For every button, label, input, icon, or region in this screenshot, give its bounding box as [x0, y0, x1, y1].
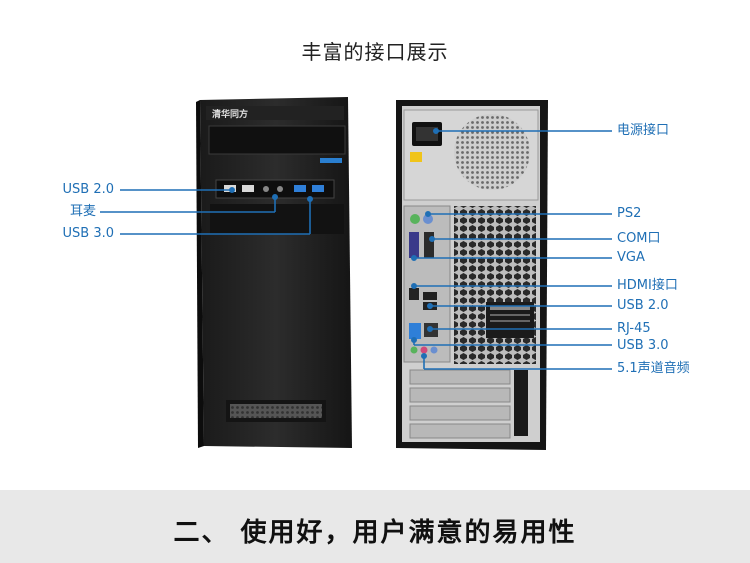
front-usb3-port — [312, 185, 324, 192]
label-com: COM口 — [617, 231, 661, 246]
rear-vent — [454, 206, 536, 364]
ps2-port — [410, 214, 420, 224]
label-front-headset: 耳麦 — [69, 204, 96, 219]
label-power-socket: 电源接口 — [617, 123, 670, 138]
label-hdmi: HDMI接口 — [617, 278, 678, 293]
front-usb3-port — [294, 185, 306, 192]
callout-lines — [100, 128, 612, 370]
audio-jack — [420, 346, 428, 354]
rear-usb2-port — [423, 292, 437, 300]
mic-jack — [277, 186, 283, 192]
label-audio-51: 5.1声道音频 — [617, 361, 690, 376]
audio-jack — [410, 346, 418, 354]
rear-usb3-port — [409, 323, 421, 339]
product-illustration: 清华同方 — [100, 97, 612, 450]
label-front-usb3: USB 3.0 — [62, 226, 115, 241]
brand-logo: 清华同方 — [212, 108, 248, 120]
front-tower: 清华同方 — [196, 97, 352, 448]
footer-heading: 二、 使用好，用户满意的易用性 — [173, 518, 577, 548]
com-port — [424, 232, 434, 258]
label-rear-usb2: USB 2.0 — [617, 298, 669, 313]
front-usb2-port — [242, 185, 254, 192]
label-ps2: PS2 — [617, 206, 642, 221]
hdmi-port — [409, 288, 419, 300]
page-title: 丰富的接口展示 — [301, 40, 449, 64]
label-rear-usb3: USB 3.0 — [617, 338, 669, 353]
label-vga: VGA — [617, 250, 645, 265]
ps2-port — [423, 214, 433, 224]
label-rj45: RJ-45 — [617, 321, 651, 336]
drive-eject-indicator — [320, 158, 342, 163]
footer-banner: 二、 使用好，用户满意的易用性 — [0, 490, 750, 563]
headphone-jack — [263, 186, 269, 192]
rear-tower — [396, 100, 548, 450]
expansion-slots — [409, 369, 528, 439]
label-front-usb2: USB 2.0 — [62, 182, 115, 197]
psu-fan-grille — [454, 114, 530, 190]
front-vent — [230, 404, 322, 418]
audio-jack — [430, 346, 438, 354]
vga-port — [409, 232, 419, 258]
